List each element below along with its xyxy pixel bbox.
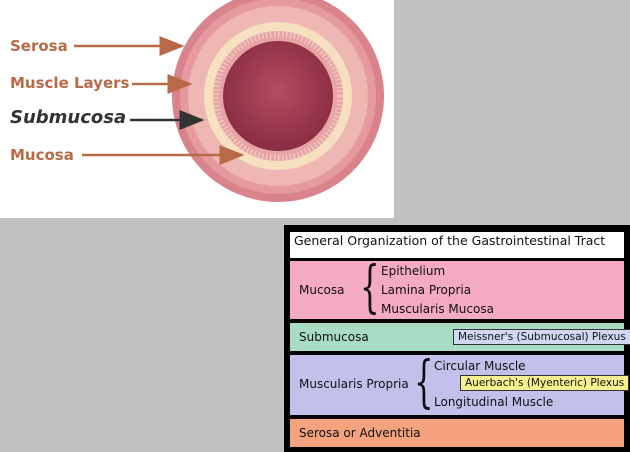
layer-muscularis-propria: Muscularis Propria { Circular Muscle Aue… (290, 350, 630, 415)
mucosa-label: Mucosa (10, 146, 74, 164)
cross-section-illustration (74, 0, 384, 202)
lumen (223, 41, 333, 151)
gi-organization-panel: General Organization of the Gastrointest… (284, 225, 630, 452)
sublayer-lamina-propria: Lamina Propria (381, 283, 472, 297)
meissner-plexus: Meissner's (Submucosal) Plexus (453, 329, 630, 345)
layer-muscularis-propria-name: Muscularis Propria (299, 377, 409, 391)
layer-submucosa: Submucosa Meissner's (Submucosal) Plexus (290, 323, 630, 351)
auerbach-plexus: Auerbach's (Myenteric) Plexus (460, 375, 630, 391)
serosa-label: Serosa (10, 37, 68, 55)
submucosa-label: Submucosa (10, 107, 127, 128)
layer-mucosa-name: Mucosa (299, 283, 345, 297)
muscle-layers-label: Muscle Layers (10, 74, 130, 92)
layer-mucosa: Mucosa { Epithelium Lamina Propria Muscu… (290, 255, 624, 320)
layer-serosa: Serosa or Adventitia (290, 419, 624, 447)
sublayer-epithelium: Epithelium (381, 264, 446, 278)
sublayer-circular-muscle: Circular Muscle (434, 359, 526, 373)
cross-section-panel: Serosa Muscle Layers Submucosa Mucosa (0, 0, 394, 218)
mucosa-brace: { (360, 255, 380, 320)
gi-title: General Organization of the Gastrointest… (290, 232, 624, 258)
layer-serosa-name: Serosa or Adventitia (299, 426, 421, 440)
layer-submucosa-name: Submucosa (299, 330, 369, 344)
muscularis-brace: { (414, 350, 434, 415)
sublayer-muscularis-mucosa: Muscularis Mucosa (381, 302, 494, 316)
sublayer-longitudinal-muscle: Longitudinal Muscle (434, 395, 554, 409)
mucosa-texture (213, 31, 343, 161)
